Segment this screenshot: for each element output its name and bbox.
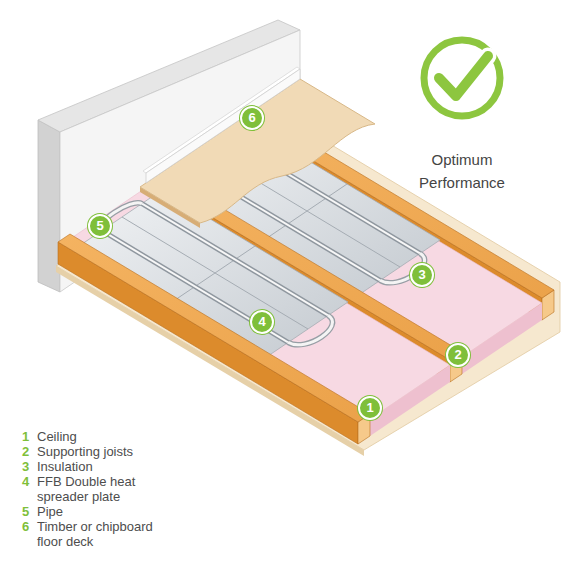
key-text-holder: FFB Double heat spreader plate [37,474,177,504]
key-text: Timber or chipboard floor deck [37,519,177,549]
performance-label: Optimum Performance [407,148,517,194]
joist-side [58,242,358,444]
callout-number-holder: 1 [358,396,382,420]
insulation-end [462,303,542,374]
callout-number: 3 [410,263,434,287]
tick-ring [424,40,500,116]
plate-seam [175,246,255,300]
key-number-holder: 6 [22,519,29,534]
callout-number: 5 [88,214,112,238]
insulation-end [370,365,450,436]
callout-number: 2 [446,343,470,367]
joist-top [58,234,370,422]
callout-number-holder: 3 [410,263,434,287]
key-text-holder: Timber or chipboard floor deck [37,519,177,549]
callout-number-holder: 5 [88,214,112,238]
key-number-holder: 3 [22,459,29,474]
key-text-holder: Pipe [37,504,177,519]
plate-seam [267,184,347,238]
pipe-loop [288,315,333,345]
callout-number-holder: 2 [446,343,470,367]
key-number-holder: 1 [22,429,29,444]
callout-number: 1 [358,396,382,420]
key-text-holder: Supporting joists [37,444,177,459]
pipe-loop [288,315,333,345]
callout-number: 6 [240,106,264,130]
key-text: FFB Double heat spreader plate [37,474,177,504]
key-number-holder: 2 [22,444,29,459]
key-number: 5 [22,504,29,519]
callout-number-holder: 4 [250,310,274,334]
key-number: 4 [22,474,29,489]
key-number: 3 [22,459,29,474]
performance-label-holder: Optimum Performance [407,148,517,194]
key-text-holder: Ceiling [37,429,177,444]
key-number: 6 [22,519,29,534]
key-text: Insulation [37,459,177,474]
tick-mark [439,56,488,96]
skirting-board [146,69,300,183]
key-text: Supporting joists [37,444,177,459]
tick-outline [439,56,488,96]
key-text-holder: Insulation [37,459,177,474]
callout-number-holder: 6 [240,106,264,130]
skirting-top [143,67,300,173]
key-text: Ceiling [37,429,177,444]
callout-number: 4 [250,310,274,334]
key-text: Pipe [37,504,177,519]
key-number: 1 [22,429,29,444]
key-number-holder: 4 [22,474,29,489]
key-number-holder: 5 [22,504,29,519]
key-number: 2 [22,444,29,459]
